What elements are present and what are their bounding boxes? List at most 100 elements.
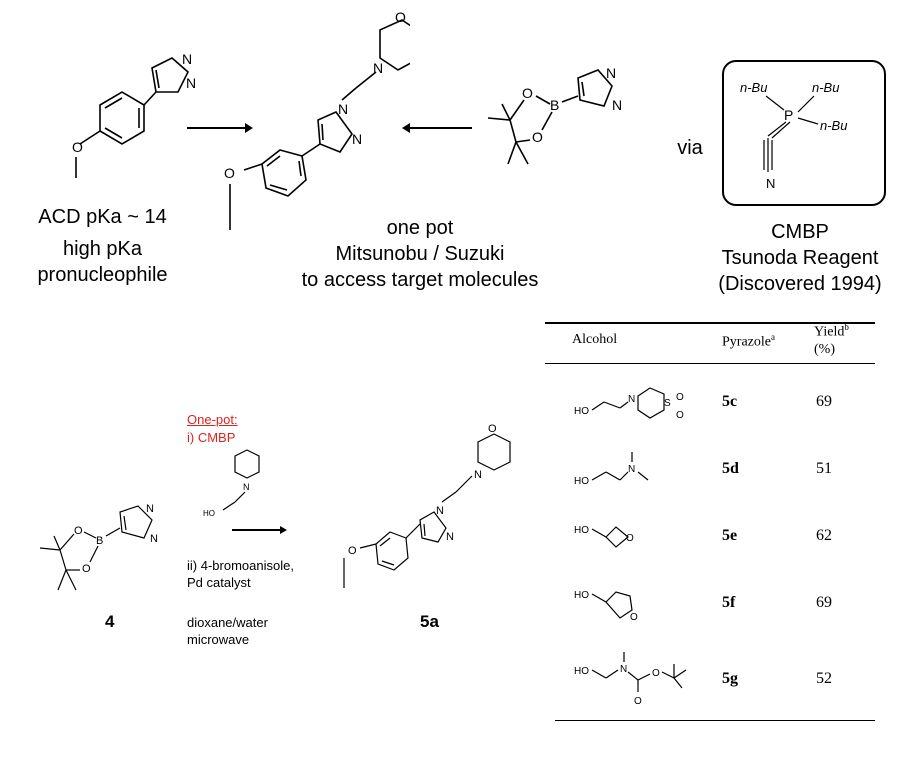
cmbp-reagent-box [722, 60, 886, 206]
access-targets-label: to access target molecules [301, 269, 539, 291]
pyrazole-n2-label: N [352, 131, 362, 147]
table-header-rule [545, 363, 875, 364]
boronate-pyrazole-n1-label: N [606, 65, 616, 81]
c4-o1-label: O [74, 525, 83, 537]
compound-4-label: 4 [105, 612, 115, 631]
row-5d-yield: 51 [816, 460, 832, 477]
via-label: via [677, 137, 703, 159]
reverse-arrow [402, 123, 472, 133]
5c-ho-label: HO [574, 406, 589, 417]
table-top-rule [545, 322, 875, 324]
alcohol-5f-structure: HO O [574, 590, 638, 623]
col-header-pyrazole: Pyrazolea [722, 332, 775, 351]
col-header-yield: Yieldb (%) [814, 322, 849, 359]
svg-text:S: S [664, 398, 671, 409]
c4-boron-label: B [96, 535, 103, 547]
5a-pyrazole-n2-label: N [446, 531, 454, 543]
alcohol-5c-structure: HO N S O O [574, 387, 684, 421]
pinacol-boronate-pyrazole-structure: N N B O O [487, 65, 622, 165]
morpholine-nitrogen-label: N [373, 60, 383, 76]
boron-label: B [550, 97, 559, 113]
5g-n-label: N [620, 664, 627, 675]
5a-pyrazole-n1-label: N [436, 505, 444, 517]
alcohol-5d-structure: HO N [574, 452, 649, 487]
row-5f-pyrazole: 5f [722, 594, 736, 611]
n2-label: N [186, 75, 196, 91]
5a-morpholine-n-label: N [474, 469, 482, 481]
hm-n-label: N [243, 482, 250, 492]
n1-label: N [182, 51, 192, 67]
c4-n2-label: N [150, 533, 158, 545]
yield-header-sup: b [844, 322, 849, 332]
nbu-label-2: n-Bu [812, 80, 839, 95]
yield-header-text: Yield [814, 324, 845, 340]
alcohol-5e-structure: HO O [574, 525, 634, 548]
cmbp-label: CMBP [771, 221, 829, 243]
solvent-line1: dioxane/water [187, 615, 268, 630]
pronucleophile-label: pronucleophile [37, 264, 168, 286]
5f-ho-label: HO [574, 590, 589, 601]
boronate-o2-label: O [532, 129, 543, 145]
c4-n1-label: N [146, 503, 154, 515]
5e-ho-label: HO [574, 525, 589, 536]
5g-o2-label: O [652, 668, 660, 679]
5e-o-label: O [626, 533, 634, 544]
row-5c-pyrazole: 5c [722, 393, 738, 410]
target-molecule-structure: O N N N O [224, 9, 410, 230]
morpholine-oxygen-label: O [395, 9, 406, 25]
5d-n-label: N [628, 464, 635, 475]
5g-ho-label: HO [574, 666, 589, 677]
5f-o-label: O [630, 612, 638, 623]
row-5d-pyrazole: 5d [722, 460, 739, 477]
tsunoda-reagent-label: Tsunoda Reagent [721, 247, 879, 269]
one-pot-label: one pot [386, 217, 454, 239]
hydroxyethyl-morpholine-structure: N HO [203, 449, 260, 518]
pyrazole-n1-label: N [338, 101, 348, 117]
compound-5a-structure: O N N N O [343, 423, 511, 588]
phosphorus-label: P [784, 107, 793, 123]
row-5e-yield: 62 [816, 527, 832, 544]
forward-arrow [187, 123, 253, 133]
5g-o1-label: O [634, 696, 642, 707]
5a-methoxy-o-label: O [348, 545, 357, 557]
boronate-pyrazole-n2-label: N [612, 97, 622, 113]
cmbp-structure: n-Bu n-Bu n-Bu P N [740, 80, 847, 191]
compound-4-structure: N N B O O [39, 503, 158, 591]
reaction-arrow [232, 526, 287, 534]
nbu-label-1: n-Bu [740, 80, 767, 95]
solvent-line2: microwave [187, 632, 250, 647]
cmbp-nitrogen-label: N [766, 176, 775, 191]
pka-label: ACD pKa ~ 14 [38, 206, 167, 228]
compound-5a-label: 5a [420, 612, 439, 631]
row-5g-yield: 52 [816, 670, 832, 687]
5a-o-label: O [488, 423, 497, 435]
discovered-label: (Discovered 1994) [718, 273, 882, 295]
nbu-label-3: n-Bu [820, 118, 847, 133]
5c-o2-label: O [676, 410, 684, 421]
table-bottom-rule [555, 720, 875, 721]
boronate-o1-label: O [522, 85, 533, 101]
row-5c-yield: 69 [816, 393, 832, 410]
5c-o1-label: O [676, 392, 684, 403]
row-5e-pyrazole: 5e [722, 527, 738, 544]
mitsunobu-suzuki-label: Mitsunobu / Suzuki [335, 243, 505, 265]
pyrazole-header-sup: a [770, 332, 775, 342]
step2-catalyst: Pd catalyst [187, 575, 251, 590]
oxygen-label: O [72, 139, 83, 155]
row-5f-yield: 69 [816, 594, 832, 611]
col-header-alcohol: Alcohol [572, 332, 618, 347]
5c-n-label: N [628, 394, 635, 405]
c4-o2-label: O [82, 563, 91, 575]
alcohol-5g-structure: HO N O O [574, 652, 687, 707]
high-pka-label: high pKa [63, 238, 142, 260]
ho-label: HO [203, 509, 215, 518]
onepot-title: One-pot: [187, 412, 238, 427]
step2-bromoanisole: ii) 4-bromoanisole, [187, 558, 294, 573]
row-5g-pyrazole: 5g [722, 670, 738, 687]
methoxyphenyl-pyrazole-structure: O N N [72, 51, 196, 178]
yield-header-unit: (%) [814, 342, 835, 358]
methoxy-oxygen-label: O [224, 165, 235, 181]
5d-ho-label: HO [574, 476, 589, 487]
pyrazole-header-text: Pyrazole [722, 334, 771, 350]
step1-cmbp: i) CMBP [187, 430, 236, 445]
